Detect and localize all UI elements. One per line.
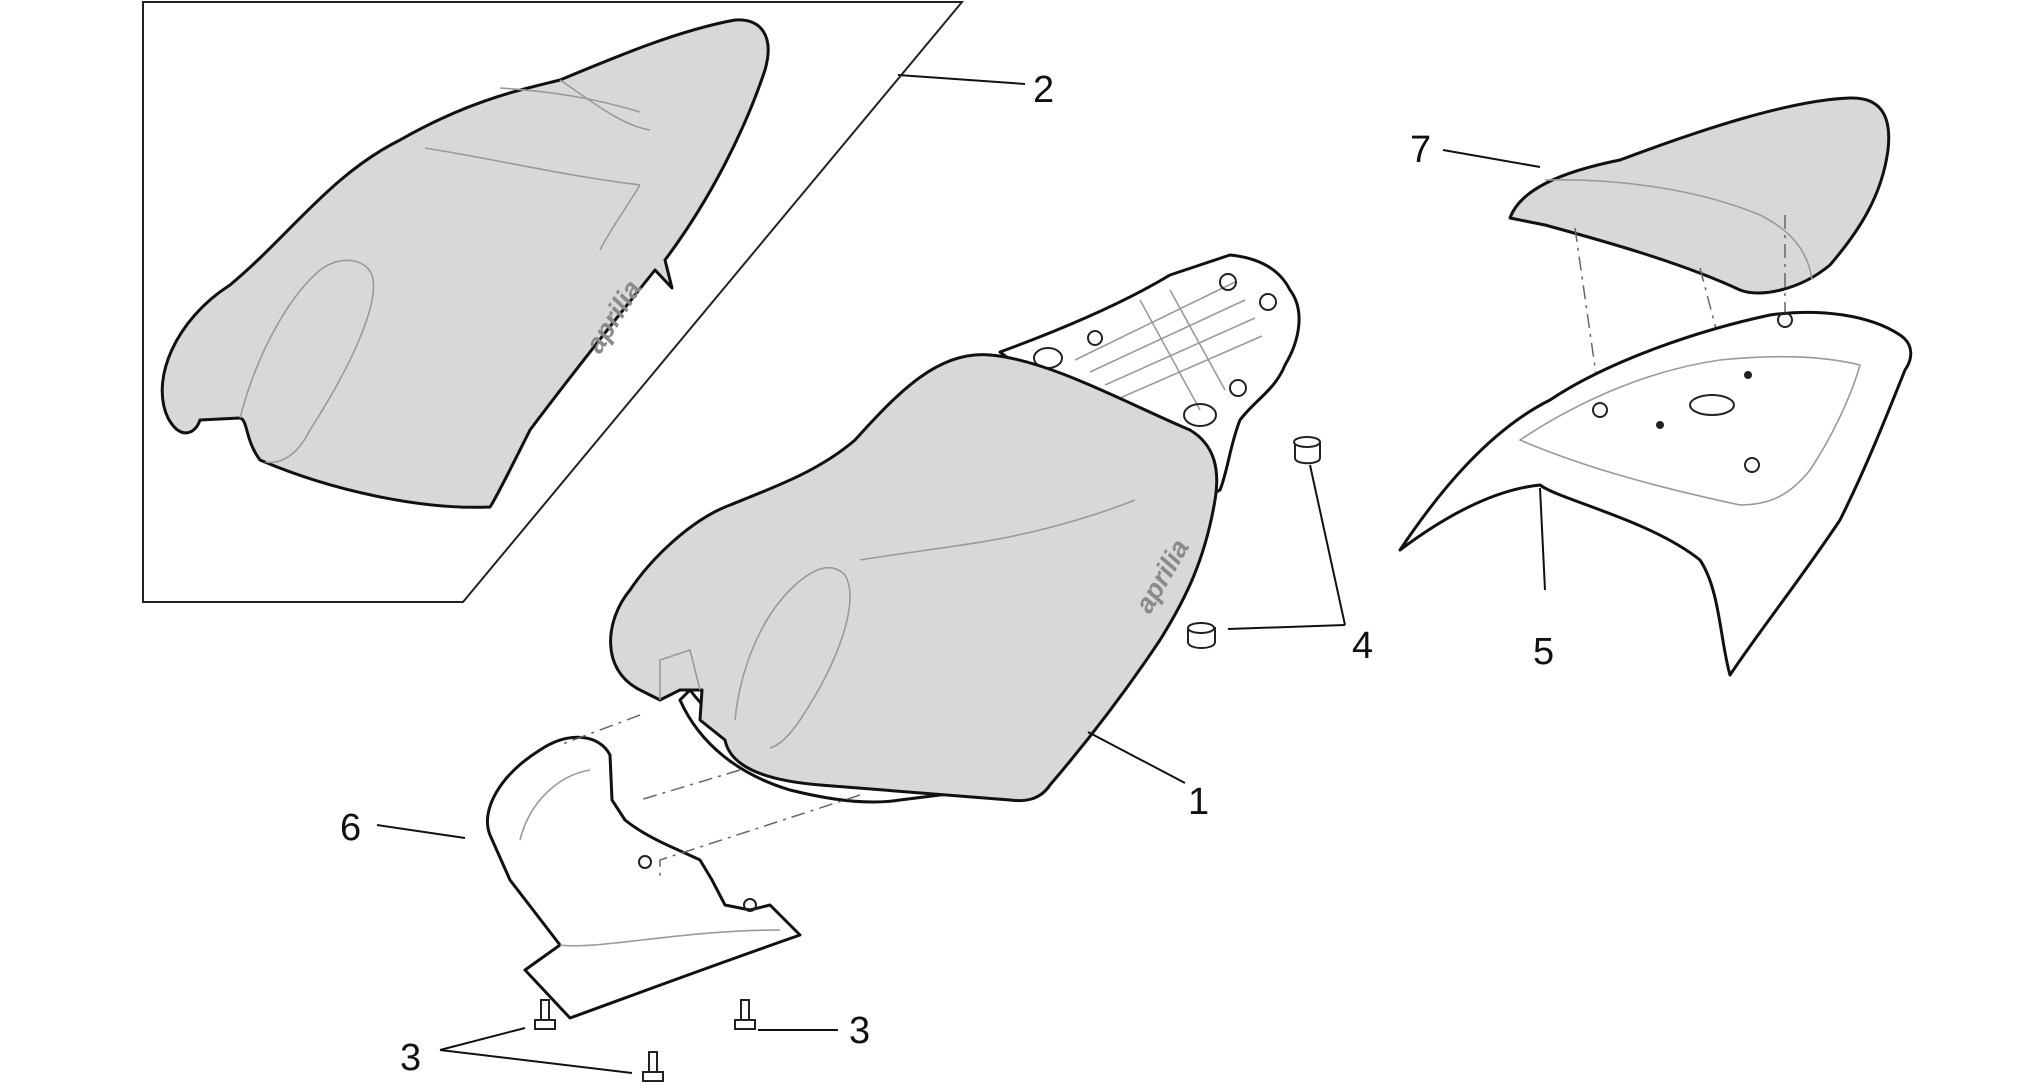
leader-line [439, 1027, 526, 1051]
seat-base-grid [1074, 281, 1263, 411]
cover-hole [1777, 312, 1793, 328]
base-slot [1183, 403, 1217, 427]
cover-hole [1656, 421, 1664, 429]
screw [642, 1051, 664, 1082]
leader-line [1227, 624, 1346, 630]
inset-seat-seam-2 [499, 87, 641, 113]
cover-hole [1744, 371, 1752, 379]
rear-cover-recess [1518, 355, 1861, 506]
cover-hole [1592, 402, 1608, 418]
cover-hole [638, 855, 652, 869]
base-mount-hole [1219, 273, 1237, 291]
complete-seat-inset: aprilia [142, 1, 965, 603]
front-cover-contour [519, 769, 781, 947]
seat-cushion-hump [734, 566, 851, 749]
leader-line [1539, 487, 1546, 591]
cover-hole [743, 898, 757, 912]
rubber-pad [1187, 622, 1216, 649]
leader-line [376, 824, 466, 839]
callout-3-left: 3 [400, 1037, 421, 1079]
leader-line [1087, 731, 1186, 784]
rear-cover [1398, 310, 1913, 677]
leader-line [1442, 149, 1541, 168]
seat-cushion-edge [659, 648, 701, 700]
base-mount-hole [1229, 379, 1247, 397]
screw [734, 999, 756, 1030]
inset-seat-seam-1 [424, 147, 641, 186]
assembly-line [639, 769, 741, 801]
rear-cover-center-hole [1689, 394, 1735, 416]
screw [534, 999, 556, 1030]
rubber-pad [1293, 436, 1321, 465]
inset-seat-body [160, 18, 770, 509]
assembly-line [559, 714, 641, 746]
callout-4: 4 [1352, 625, 1373, 667]
passenger-pad [1508, 96, 1891, 295]
callout-5: 5 [1533, 631, 1554, 673]
inset-seat-hump [239, 259, 375, 464]
callout-1: 1 [1188, 781, 1209, 823]
assembly-line [659, 794, 861, 880]
callout-6: 6 [340, 807, 361, 849]
leader-line [439, 1049, 633, 1074]
callout-2: 2 [1033, 69, 1054, 111]
base-mount-hole [1087, 330, 1103, 346]
callout-7: 7 [1410, 129, 1431, 171]
leader-line [897, 74, 1026, 85]
seat-cushion-seam [859, 499, 1136, 561]
leader-line [1309, 464, 1346, 626]
callout-3-right: 3 [849, 1010, 870, 1052]
seat-cushion [609, 353, 1219, 803]
inset-seat-fold [559, 79, 651, 251]
base-mount-hole [1259, 293, 1277, 311]
front-cover [485, 735, 802, 1020]
passenger-pad-seam [1544, 178, 1813, 281]
main-seat: aprilia [609, 253, 1321, 804]
cover-hole [1744, 457, 1760, 473]
